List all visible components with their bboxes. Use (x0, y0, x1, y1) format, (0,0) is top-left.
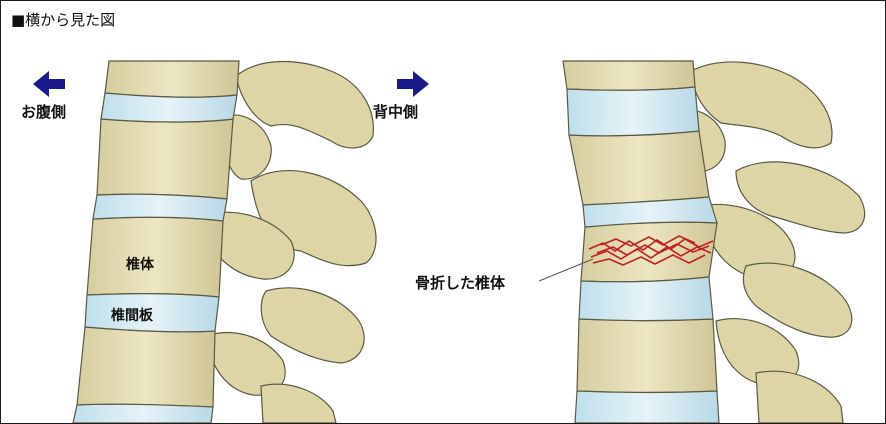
figure-title: ■横から見た図 (11, 9, 115, 30)
left-arrow-icon (33, 71, 65, 97)
fractured-spine (563, 61, 865, 423)
intervertebral-disc-label: 椎間板 (111, 305, 153, 325)
fractured-vertebral-body-label: 骨折した椎体 (415, 272, 505, 293)
right-arrow-icon (397, 71, 429, 97)
vertebral-body-label: 椎体 (126, 254, 154, 274)
back-side-label: 背中側 (373, 101, 418, 122)
normal-spine (73, 61, 376, 423)
abdomen-side-label: お腹側 (21, 101, 66, 122)
